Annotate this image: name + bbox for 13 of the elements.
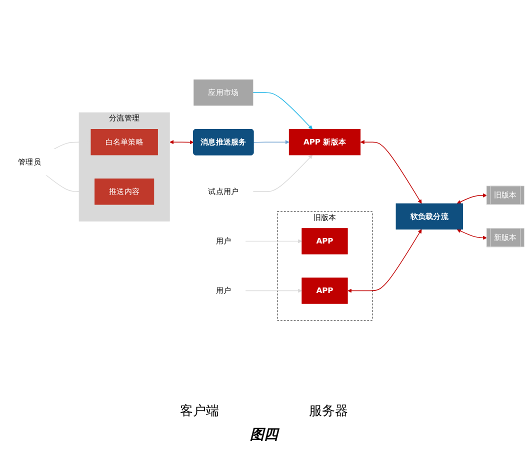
arrow (244, 288, 302, 293)
arrow (348, 229, 422, 293)
arrow (456, 229, 487, 240)
arrow (244, 239, 302, 244)
arrow (252, 154, 313, 192)
arrow (170, 140, 194, 144)
arrow (252, 92, 313, 130)
region-label: 服务器 (309, 403, 348, 420)
arrow (456, 193, 487, 204)
figure-caption: 图四 (249, 426, 280, 444)
arrow (253, 140, 290, 144)
region-label: 客户端 (180, 403, 219, 420)
arrow (360, 140, 422, 204)
